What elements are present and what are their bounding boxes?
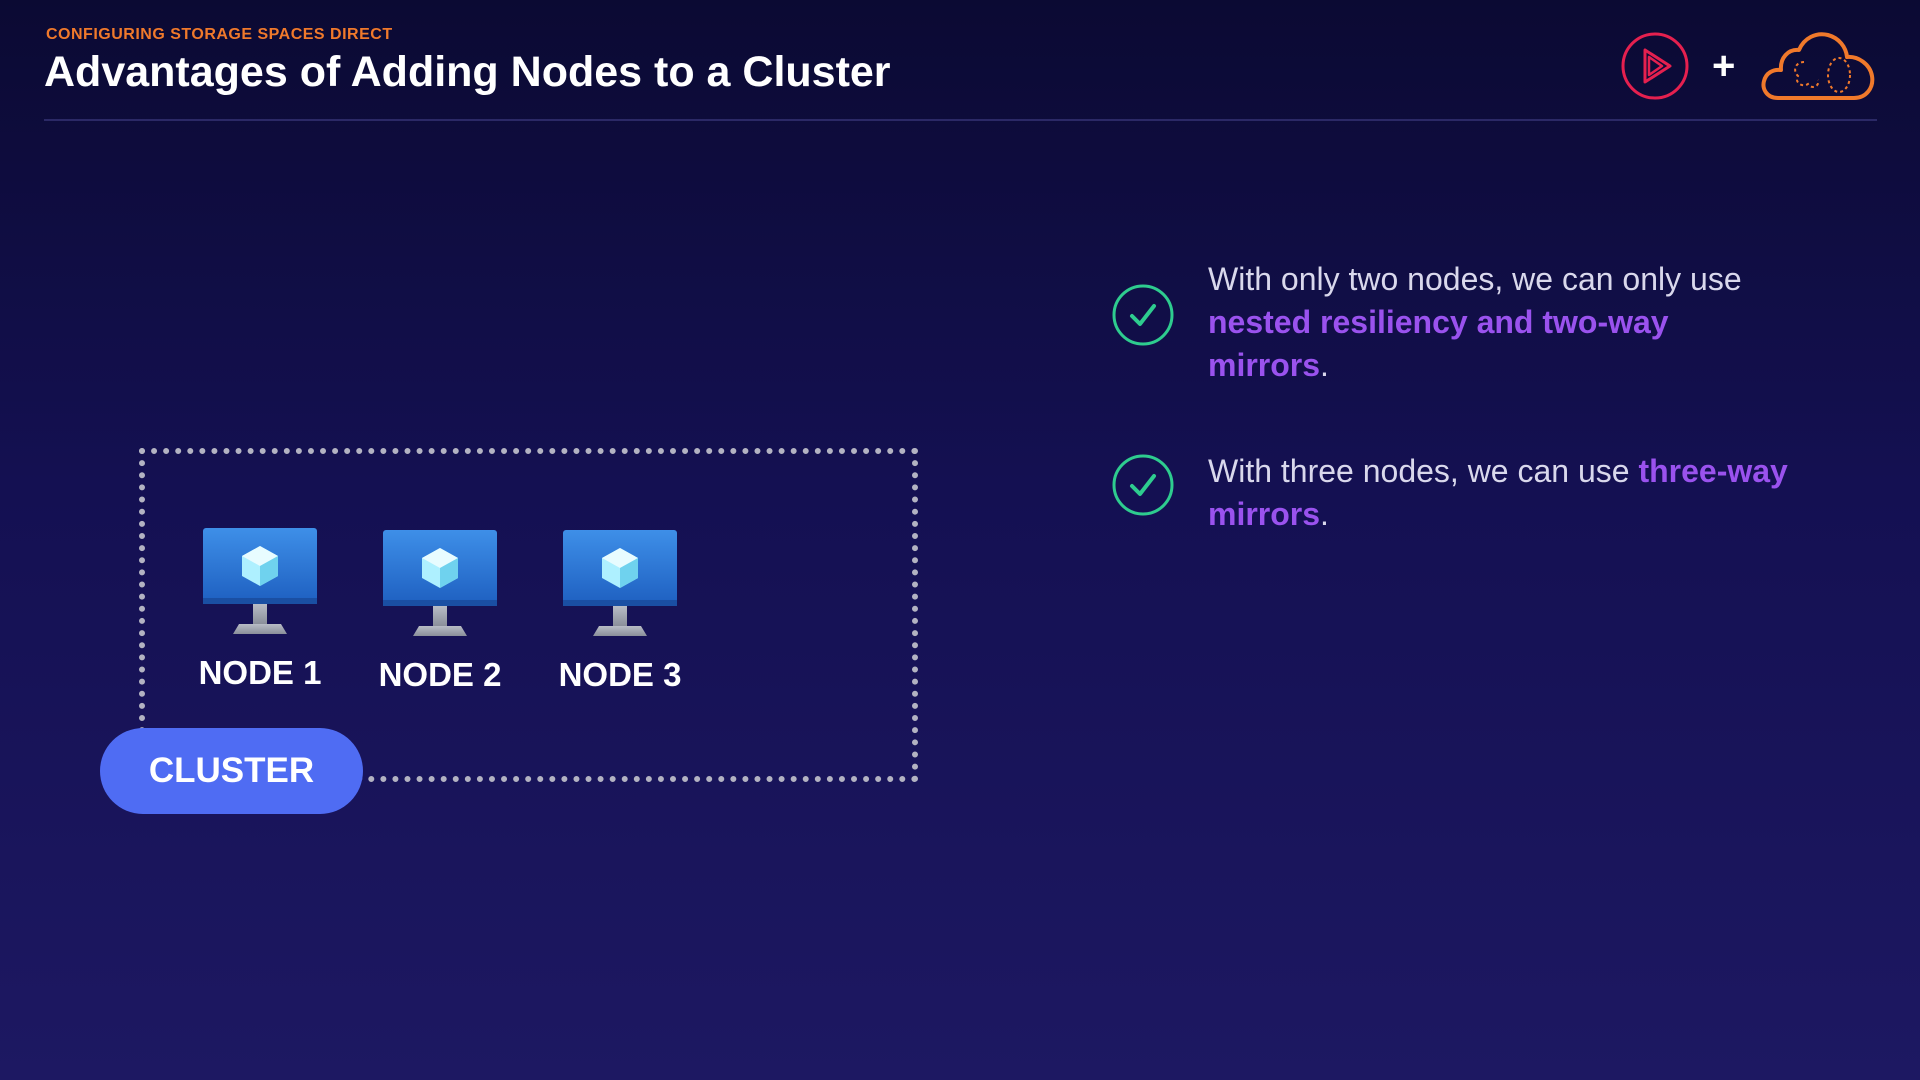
node-label: NODE 1	[198, 654, 322, 691]
point-text-pre: With only two nodes, we can only use	[1208, 261, 1742, 297]
point-highlight: nested resiliency and two-way mirrors	[1208, 304, 1669, 383]
node-2: NODE 2	[360, 530, 520, 694]
cluster-label: CLUSTER	[148, 751, 315, 790]
point-text-post: .	[1320, 496, 1329, 532]
node-1: NODE 1	[180, 528, 340, 692]
virtual-machine-monitor-icon	[203, 528, 317, 634]
node-label: NODE 2	[378, 656, 502, 693]
point-text-pre: With three nodes, we can use	[1208, 453, 1639, 489]
brand-logos: +	[1620, 28, 1880, 104]
point-text: With three nodes, we can use three-way m…	[1208, 450, 1788, 536]
cluster-label-badge: CLUSTER	[100, 728, 363, 814]
virtual-machine-monitor-icon	[563, 530, 677, 636]
header-divider	[44, 119, 1877, 121]
point-text: With only two nodes, we can only use nes…	[1208, 258, 1788, 387]
cluster-boundary	[139, 448, 918, 782]
pluralsight-play-icon	[1621, 32, 1689, 100]
node-3: NODE 3	[540, 530, 700, 694]
check-circle-icon	[1112, 284, 1174, 346]
point-text-post: .	[1320, 347, 1329, 383]
check-circle-icon	[1112, 454, 1174, 516]
virtual-machine-monitor-icon	[383, 530, 497, 636]
point-highlight: three-way mirrors	[1208, 453, 1788, 532]
section-kicker: CONFIGURING STORAGE SPACES DIRECT	[46, 26, 393, 43]
slide-title: Advantages of Adding Nodes to a Cluster	[44, 48, 891, 96]
cloud-brain-icon	[1761, 32, 1875, 100]
plus-sign: +	[1712, 44, 1736, 88]
node-label: NODE 3	[558, 656, 682, 693]
